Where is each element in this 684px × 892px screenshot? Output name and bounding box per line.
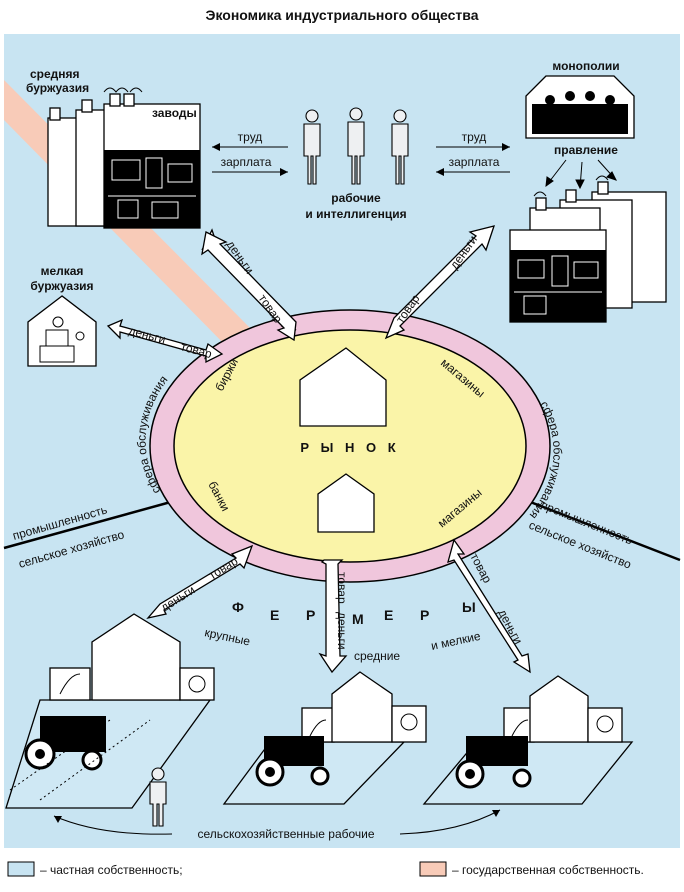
large-farm — [5, 613, 215, 809]
market-label: Р Ы Н О К — [300, 440, 399, 455]
wage-label-right: зарплата — [449, 155, 500, 169]
farmers-letter-3: Р — [306, 607, 315, 623]
workers-label-2: и интеллигенция — [305, 207, 406, 221]
medium-farm — [222, 671, 427, 805]
farm-workers-arrow-left — [53, 815, 173, 835]
middle-bourgeoisie-label-1: средняя — [30, 67, 80, 81]
monopoly-factories — [509, 175, 667, 323]
middle-bourgeoisie-label-2: буржуазия — [26, 81, 89, 95]
arrow-factories-market — [201, 228, 297, 342]
medium-farmers-label: средние — [354, 649, 400, 663]
workers-figures — [303, 107, 409, 185]
petty-bourgeoisie-label-2: буржуазия — [30, 279, 93, 293]
farm-worker-figure — [149, 767, 167, 827]
farmers-letter-1: Ф — [232, 599, 244, 615]
monopolies-label: монополии — [552, 59, 619, 73]
farm-workers-label: сельскохозяйственные рабочие — [197, 827, 374, 841]
wage-label-left: зарплата — [221, 155, 272, 169]
arrow-market-medium-farmers — [318, 559, 348, 674]
factories-label: заводы — [152, 106, 197, 120]
legend-private-label: – частная собственность; — [40, 863, 183, 877]
petty-bourgeoisie-label-1: мелкая — [41, 264, 84, 278]
farmers-letter-6: Р — [420, 607, 429, 623]
small-farm — [422, 675, 634, 805]
monopolies-board-picture — [525, 75, 635, 139]
arrow-market-small-farmers — [447, 538, 531, 674]
board-label: правление — [554, 143, 618, 157]
legend-state-label: – государственная собственность. — [452, 863, 644, 877]
farmers-letter-4: М — [352, 611, 364, 627]
arrow-petty-market — [106, 318, 224, 364]
labor-label-right: труд — [462, 130, 487, 144]
goods-label-medium: товар — [335, 572, 349, 604]
money-label-medium: деньги — [335, 612, 349, 650]
sector-divider-left — [3, 498, 179, 550]
market-buildings — [299, 347, 387, 533]
petty-bourgeoisie-house — [27, 295, 97, 367]
middle-bourgeoisie-factories — [47, 87, 201, 229]
labor-label-left: труд — [238, 130, 263, 144]
arrow-monopolies-market — [384, 225, 495, 340]
legend-private-swatch — [7, 861, 35, 877]
legend-state-swatch — [419, 861, 447, 877]
farmers-letter-5: Е — [384, 607, 393, 623]
farmers-letter-2: Е — [270, 607, 279, 623]
market-oval — [173, 329, 527, 563]
page-title: Экономика индустриального общества — [205, 7, 478, 23]
board-arrows — [545, 159, 617, 190]
sector-divider-right — [519, 496, 681, 562]
arrow-market-large-farmers — [146, 544, 254, 620]
workers-label-1: рабочие — [331, 191, 381, 205]
farmers-letter-7: Ы — [462, 599, 476, 615]
farm-workers-arrow-right — [399, 809, 501, 835]
